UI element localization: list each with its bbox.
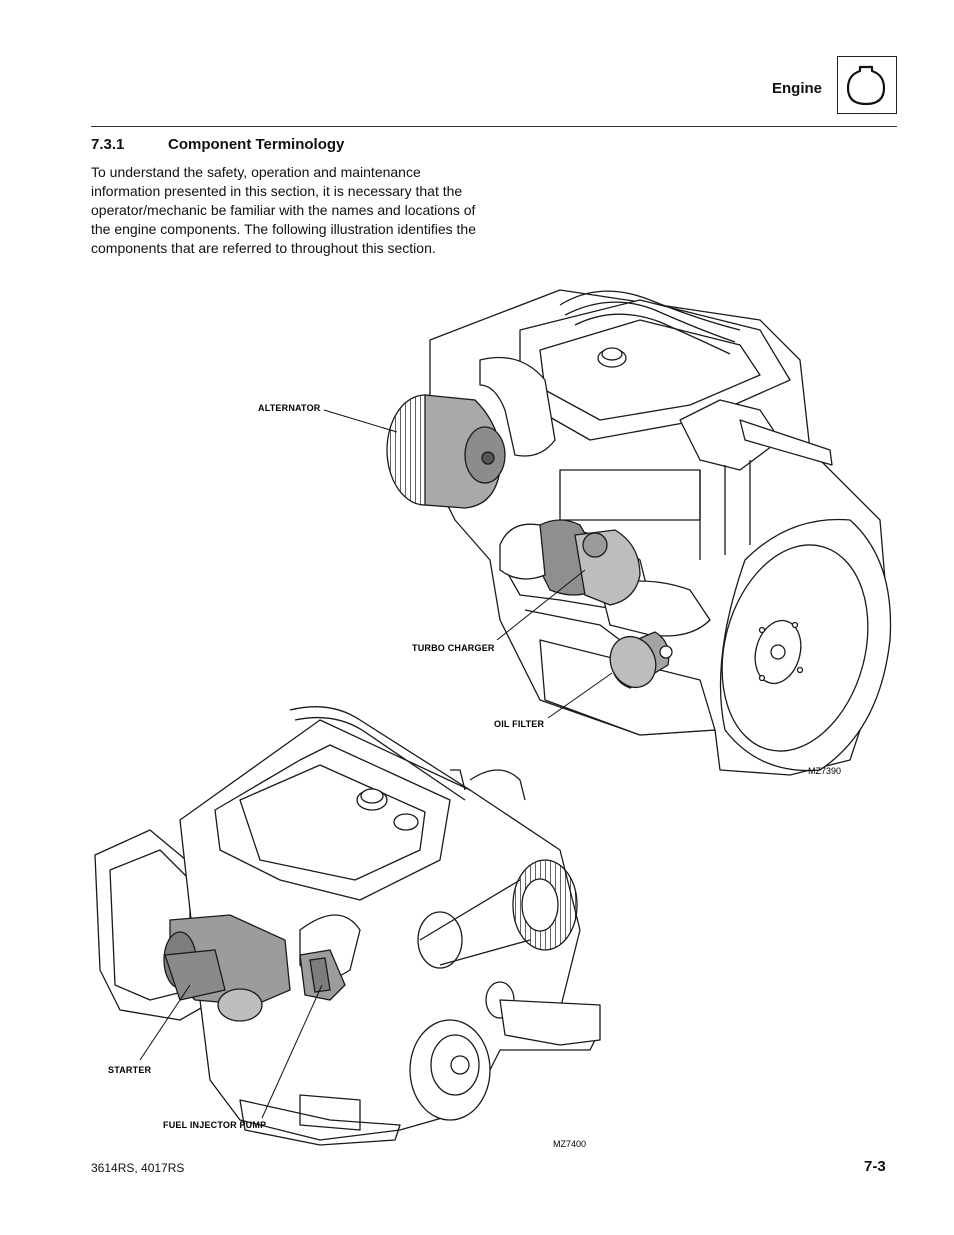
label-starter: STARTER <box>108 1065 152 1075</box>
section-title: Component Terminology <box>168 136 345 153</box>
figure-code-bottom: MZ7400 <box>553 1139 586 1149</box>
page-number: 7-3 <box>864 1158 886 1175</box>
top-engine-drawing <box>429 289 892 776</box>
label-turbo-charger: TURBO CHARGER <box>412 643 495 653</box>
starter-component <box>163 914 291 1022</box>
header-divider <box>91 126 897 127</box>
footer-models: 3614RS, 4017RS <box>91 1161 185 1175</box>
bottom-engine-drawing <box>94 706 601 1146</box>
figure-code-top: MZ7390 <box>808 766 841 776</box>
engine-icon <box>837 56 897 114</box>
label-oil-filter: OIL FILTER <box>494 719 544 729</box>
label-alternator: ALTERNATOR <box>258 403 321 413</box>
chapter-title: Engine <box>772 80 823 97</box>
alternator-component <box>386 394 506 509</box>
turbo-charger-component <box>499 519 641 606</box>
fuel-injector-pump-component <box>299 949 346 1001</box>
intro-paragraph: To understand the safety, operation and … <box>91 164 476 256</box>
oil-filter-component <box>609 631 673 689</box>
label-fuel-injector-pump: FUEL INJECTOR PUMP <box>163 1120 266 1130</box>
section-number: 7.3.1 <box>91 136 125 153</box>
